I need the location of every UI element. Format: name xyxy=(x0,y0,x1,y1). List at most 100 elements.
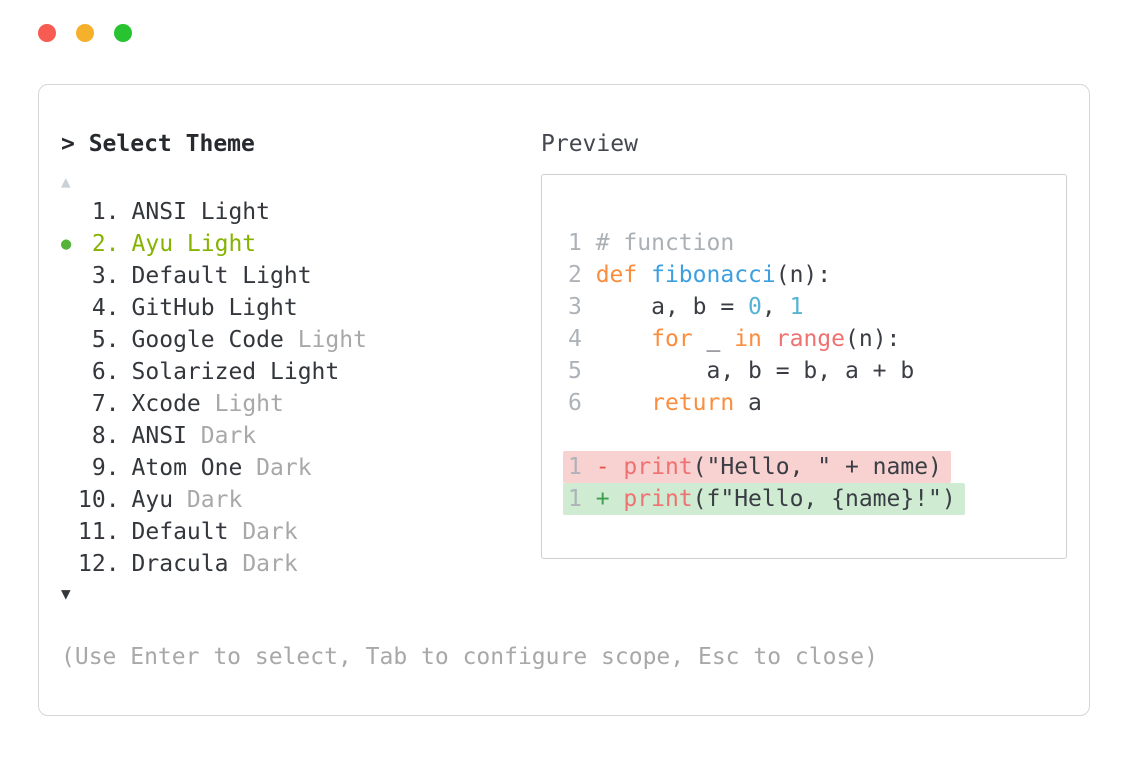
token-plain: (f"Hello, {name}!") xyxy=(692,486,956,512)
preview-label: Preview xyxy=(541,131,638,157)
item-number: 3. xyxy=(91,263,120,289)
token-comment: # function xyxy=(595,230,735,256)
scroll-down-icon[interactable]: ▼ xyxy=(61,584,71,603)
line-number: 1 xyxy=(568,486,596,512)
theme-item-ansi-light[interactable]: 1.ANSI Light xyxy=(61,196,541,228)
theme-item-dracula[interactable]: 12.Dracula Dark xyxy=(61,548,541,580)
token-plain xyxy=(596,326,651,352)
item-label: Google Code Light xyxy=(131,327,367,353)
item-marker xyxy=(61,292,78,324)
item-number: 4. xyxy=(91,295,120,321)
token-plain xyxy=(637,262,651,288)
item-label: ANSI Dark xyxy=(131,423,257,449)
theme-item-solarized-light[interactable]: 6.Solarized Light xyxy=(61,356,541,388)
prompt-title: > Select Theme xyxy=(61,131,255,157)
item-marker xyxy=(61,420,78,452)
token-plain: _ xyxy=(692,326,735,352)
item-label: Default Light xyxy=(131,263,312,289)
token-keyword: for xyxy=(651,326,693,352)
item-label: Default Dark xyxy=(131,519,298,545)
code-line xyxy=(568,419,1066,451)
token-plain: (n): xyxy=(845,326,901,352)
item-variant-label: Dark xyxy=(256,455,312,481)
code-line-content: 4 for _ in range(n): xyxy=(568,323,900,355)
line-number: 2 xyxy=(568,262,596,288)
token-keyword: def xyxy=(595,262,638,288)
item-label: GitHub Light xyxy=(131,295,298,321)
item-label: Atom One Dark xyxy=(131,455,312,481)
item-label: Xcode Light xyxy=(131,391,284,417)
item-marker xyxy=(61,484,78,516)
line-number: 1 xyxy=(568,230,596,256)
item-number: 2. xyxy=(91,231,120,257)
theme-picker-panel: > Select Theme ▲ 1.ANSI Light ● 2. Ayu Ligh… xyxy=(38,84,1090,716)
maximize-button[interactable] xyxy=(114,24,132,42)
theme-item-default[interactable]: 11. Default Dark xyxy=(61,516,541,548)
item-number: 8. xyxy=(91,423,120,449)
code-line-content: 5 a, b = b, a + b xyxy=(568,355,914,387)
theme-item-ansi[interactable]: 8. ANSI Dark xyxy=(61,420,541,452)
item-label: ANSI Light xyxy=(131,199,271,225)
code-line: 2 def fibonacci(n): xyxy=(568,259,1066,291)
item-marker xyxy=(61,324,78,356)
minimize-button[interactable] xyxy=(76,24,94,42)
theme-item-atom-one[interactable]: 9.Atom One Dark xyxy=(61,452,541,484)
token-plain xyxy=(596,390,651,416)
token-number: 0 xyxy=(748,294,762,320)
line-number: 4 xyxy=(568,326,596,352)
item-variant-label: Dark xyxy=(186,487,243,513)
item-number: 12. xyxy=(78,551,120,577)
diff-del-line: 1 - print("Hello, " + name) xyxy=(563,451,951,483)
token-number: 1 xyxy=(789,294,804,320)
item-marker xyxy=(61,356,78,388)
item-number: 6. xyxy=(91,359,120,385)
line-number: 1 xyxy=(568,454,596,480)
token-keyword: return xyxy=(651,390,735,416)
token-plain: ("Hello, " + name) xyxy=(692,454,942,480)
token-plain: a, b = xyxy=(595,294,749,320)
theme-item-github-light[interactable]: 4. GitHub Light xyxy=(61,292,541,324)
theme-item-default-light[interactable]: 3. Default Light xyxy=(61,260,541,292)
token-add: + xyxy=(595,486,624,512)
item-marker xyxy=(61,196,78,228)
item-label: Ayu Light xyxy=(131,231,257,257)
theme-item-xcode[interactable]: 7. Xcode Light xyxy=(61,388,541,420)
code-line-content: 1 # function xyxy=(568,227,734,259)
item-number: 10. xyxy=(78,487,120,513)
item-number: 11. xyxy=(78,519,120,545)
theme-item-ayu[interactable]: 10. Ayu Dark xyxy=(61,484,541,516)
diff-add-line: 1 + print(f"Hello, {name}!") xyxy=(563,483,965,515)
item-label: Ayu Dark xyxy=(131,487,243,513)
code-line-content: 6 return a xyxy=(568,387,762,419)
token-call: print xyxy=(623,454,693,480)
item-variant-label: Dark xyxy=(242,551,298,577)
line-number: 6 xyxy=(568,390,596,416)
theme-list-column: > Select Theme ▲ 1.ANSI Light ● 2. Ayu Ligh… xyxy=(61,129,541,608)
item-variant-label: Dark xyxy=(242,519,298,545)
code-line: 5 a, b = b, a + b xyxy=(568,355,1066,387)
token-plain: , xyxy=(761,294,790,320)
theme-item-google-code[interactable]: 5. Google Code Light xyxy=(61,324,541,356)
theme-item-ayu-light[interactable]: ● 2. Ayu Light xyxy=(61,228,541,260)
code-line: 1 - print("Hello, " + name) xyxy=(563,451,1066,483)
item-marker xyxy=(61,388,78,420)
scroll-up-icon[interactable]: ▲ xyxy=(61,172,71,191)
code-line: 3 a, b = 0, 1 xyxy=(568,291,1066,323)
footer-hint: (Use Enter to select, Tab to configure s… xyxy=(61,644,878,670)
item-variant-label: Light xyxy=(214,391,284,417)
close-button[interactable] xyxy=(38,24,56,42)
item-marker xyxy=(61,260,78,292)
token-function: fibonacci xyxy=(651,262,776,288)
selected-bullet-icon: ● xyxy=(61,234,72,254)
code-line-content: 3 a, b = 0, 1 xyxy=(568,291,803,323)
item-number: 7. xyxy=(91,391,120,417)
code-line: 1 + print(f"Hello, {name}!") xyxy=(563,483,1066,515)
code-line-content: 2 def fibonacci(n): xyxy=(568,259,831,291)
token-del: - xyxy=(595,454,624,480)
theme-list: 1.ANSI Light ● 2. Ayu Light 3. Default Light 4… xyxy=(61,196,541,580)
token-keyword: in xyxy=(734,326,762,352)
token-plain: a xyxy=(734,390,762,416)
item-number: 5. xyxy=(91,327,120,353)
